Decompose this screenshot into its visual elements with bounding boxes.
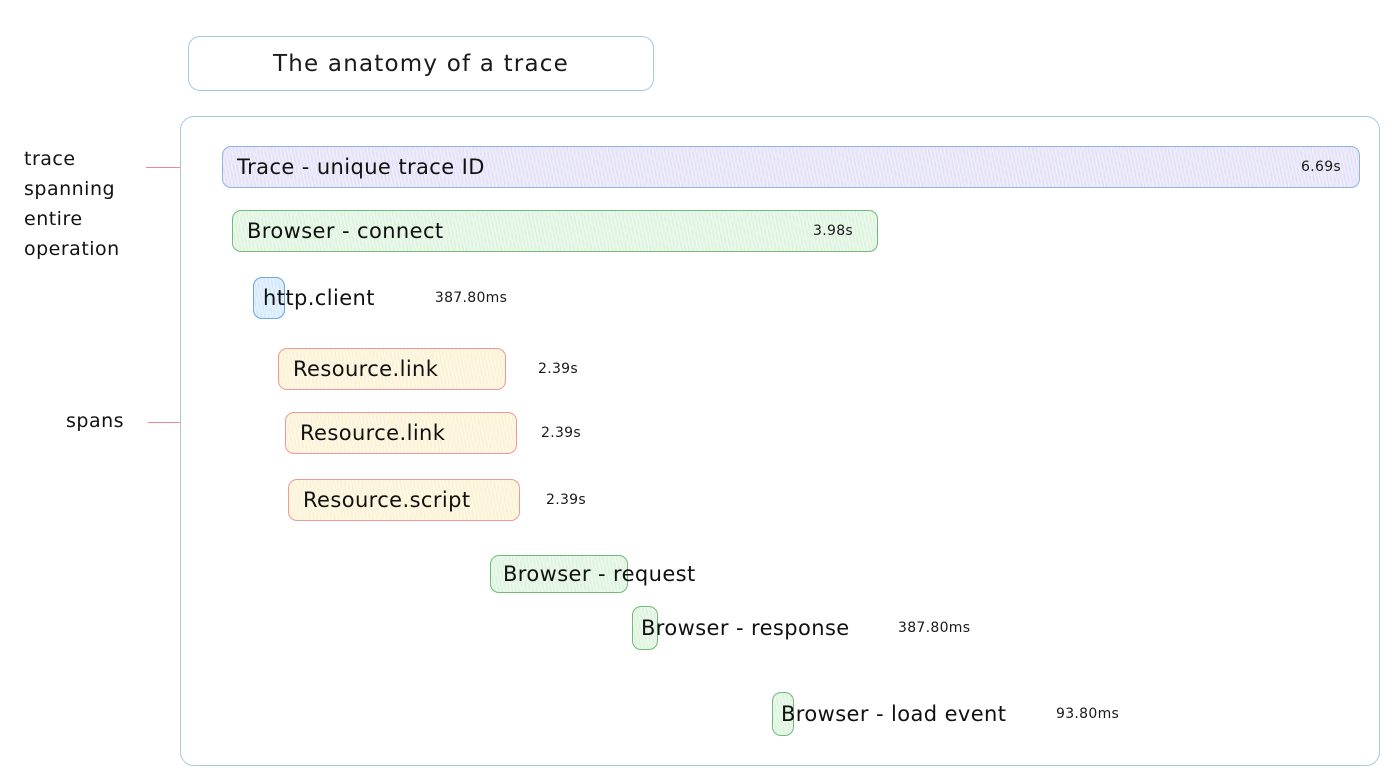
trace-annotation-label: trace spanning entire operation [24,148,120,260]
browser-response-bar[interactable]: Browser - response [632,606,849,650]
browser-load-event-row[interactable]: Browser - load event 93.80ms [772,692,1119,736]
resource-script-duration: 2.39s [546,492,586,508]
resource-link-row-1[interactable]: Resource.link 2.39s [278,348,578,390]
browser-request-bar[interactable]: Browser - request [490,555,695,593]
browser-load-event-bar-label: Browser - load event [781,702,1007,726]
browser-request-row[interactable]: Browser - request [490,555,695,593]
resource-link-duration-1: 2.39s [538,361,578,377]
browser-load-event-duration: 93.80ms [1056,706,1120,722]
http-client-duration: 387.80ms [434,290,508,306]
trace-leader-horizontal [146,167,206,168]
resource-link-bar-label-1: Resource.link [293,357,439,381]
spans-annotation-label: spans [66,410,125,432]
trace-duration: 6.69s [1301,159,1341,175]
http-client-bar[interactable] [253,277,285,319]
browser-load-event-bar[interactable]: Browser - load event [772,692,1006,736]
resource-link-bar-1[interactable]: Resource.link [278,348,506,390]
title-box: The anatomy of a trace [188,36,654,91]
resource-link-bar-2[interactable]: Resource.link [285,412,517,454]
trace-bar[interactable]: Trace - unique trace ID 6.69s [222,146,1360,188]
http-client-bar-label: http.client [263,286,375,310]
http-client-row[interactable]: http.client 387.80ms [253,277,507,319]
browser-connect-bar[interactable]: Browser - connect 3.98s [232,210,878,252]
resource-link-row-2[interactable]: Resource.link 2.39s [285,412,581,454]
trace-row[interactable]: Trace - unique trace ID 6.69s [222,146,1360,188]
resource-link-bar-label-2: Resource.link [300,421,446,445]
resource-script-row[interactable]: Resource.script 2.39s [288,479,586,521]
browser-response-duration: 387.80ms [898,620,971,636]
trace-bar-label: Trace - unique trace ID [237,155,485,179]
browser-connect-bar-label: Browser - connect [247,219,444,243]
resource-script-bar[interactable]: Resource.script [288,479,520,521]
page-title: The anatomy of a trace [273,50,569,77]
browser-connect-duration: 3.98s [813,223,853,239]
browser-connect-row[interactable]: Browser - connect 3.98s [232,210,878,252]
browser-response-row[interactable]: Browser - response 387.80ms [632,606,970,650]
resource-script-bar-label: Resource.script [303,488,471,512]
browser-response-bar-label: Browser - response [641,616,850,640]
resource-link-duration-2: 2.39s [541,425,581,441]
